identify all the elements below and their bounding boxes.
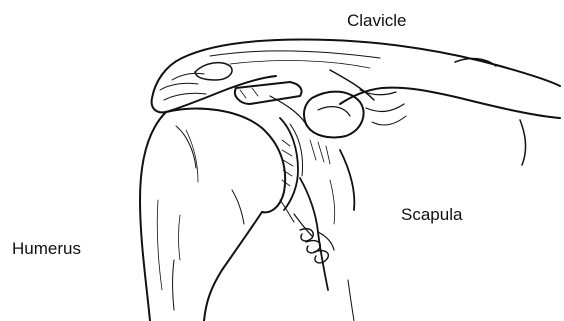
humerus-label: Humerus — [12, 240, 81, 257]
humerus-bone — [140, 109, 285, 321]
scapula-label: Scapula — [401, 206, 462, 223]
clavicle-bone — [182, 40, 560, 165]
clavicle-label: Clavicle — [347, 12, 407, 29]
glenoid-and-scapula — [280, 118, 354, 321]
